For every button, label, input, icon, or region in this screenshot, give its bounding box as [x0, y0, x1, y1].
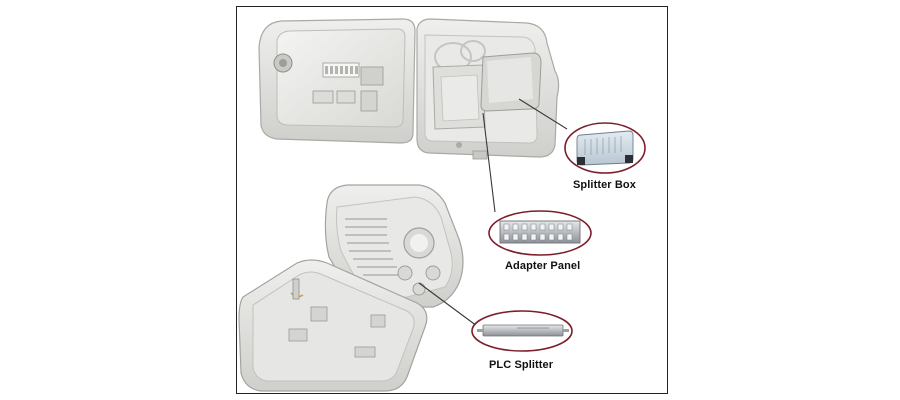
adapter-panel-label: Adapter Panel: [505, 260, 581, 272]
leader-lines: [418, 98, 568, 330]
plc-splitter-callout: [471, 310, 573, 352]
splitter-box-label: Splitter Box: [573, 179, 636, 191]
adapter-panel-callout: [488, 210, 592, 256]
fiber-distribution-box-photo: [238, 18, 646, 392]
open-enclosure-top: [258, 18, 560, 160]
open-enclosure-bottom: [238, 184, 464, 392]
product-photo-frame: Splitter Box Adapter Panel PLC Splitter: [236, 6, 668, 394]
splitter-box-callout: [564, 122, 646, 174]
plc-splitter-label: PLC Splitter: [489, 359, 554, 371]
